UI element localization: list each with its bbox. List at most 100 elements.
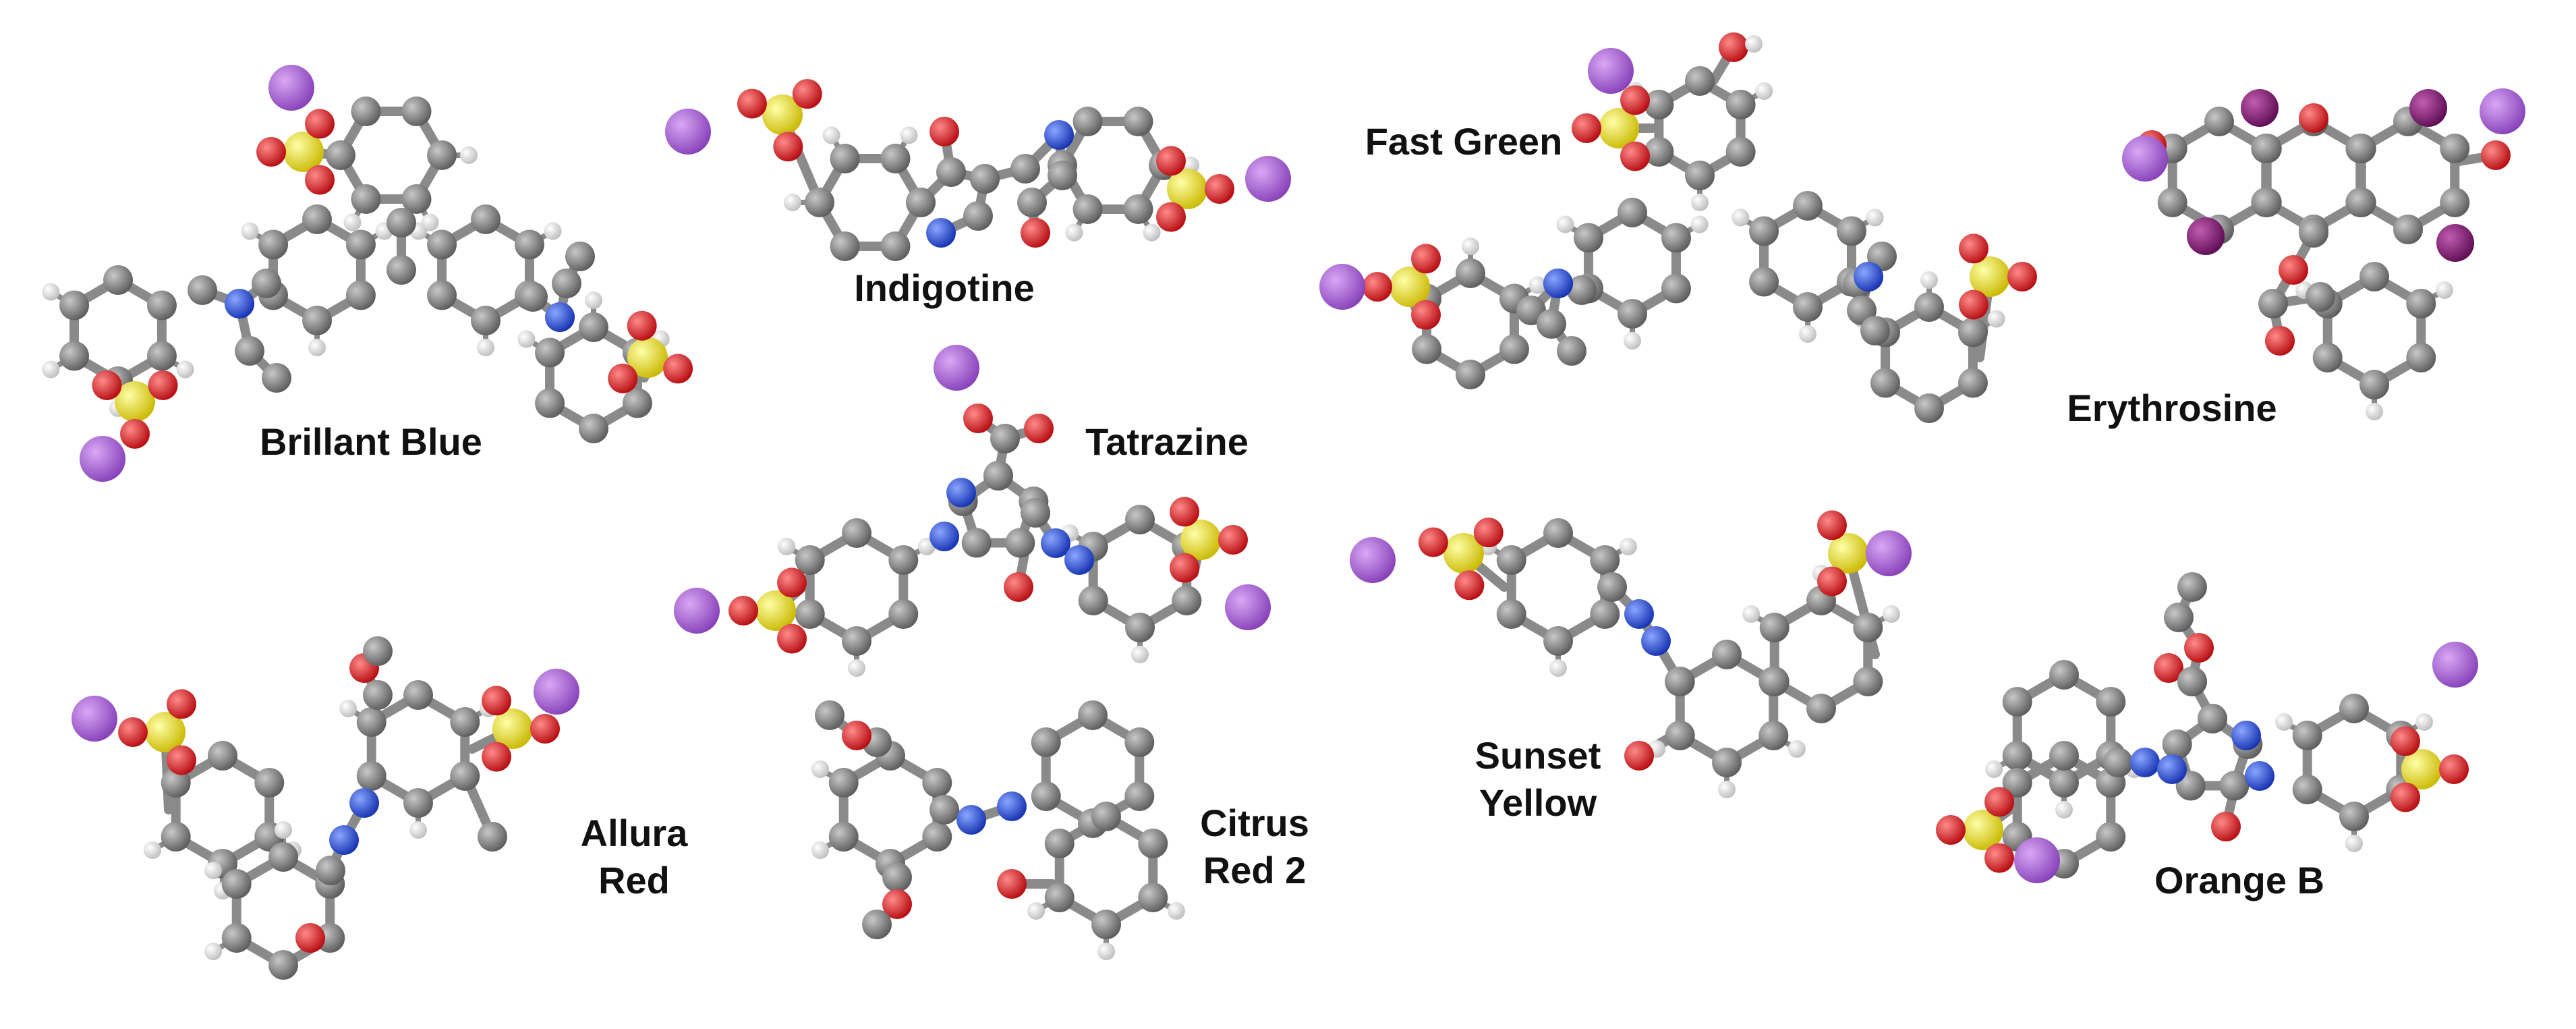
atom-c	[518, 282, 548, 312]
atom-c	[1806, 694, 1836, 723]
atom-n	[2157, 754, 2187, 784]
atom-h	[1742, 605, 1761, 623]
atom-c	[1124, 727, 1155, 757]
atom-o	[963, 404, 993, 433]
atom-h	[1745, 35, 1763, 53]
atom-s	[2401, 749, 2442, 789]
atom-o	[777, 623, 807, 654]
atom-c	[2440, 134, 2470, 163]
atom-o	[118, 717, 148, 747]
atom-c	[828, 822, 859, 852]
molecule-indigotine	[665, 79, 1291, 261]
atom-c	[1496, 545, 1526, 575]
atom-c	[1138, 829, 1168, 858]
atom-c	[188, 275, 217, 305]
atom-o	[148, 370, 178, 400]
atom-c	[2252, 188, 2282, 217]
atom-s	[1167, 169, 1207, 209]
atom-c	[1725, 137, 1756, 167]
atom-c	[1078, 586, 1108, 615]
atom-c	[888, 599, 919, 629]
atom-c	[1574, 223, 1604, 253]
molecule-citrus-red-2-atoms	[811, 700, 1185, 960]
atom-c	[579, 414, 608, 443]
atom-c	[2049, 660, 2079, 690]
atom-c	[936, 157, 966, 187]
atom-o	[2265, 326, 2295, 356]
atom-o	[608, 363, 638, 393]
molecule-erythrosine	[2122, 88, 2525, 420]
atom-h	[517, 330, 536, 348]
atom-o	[1624, 741, 1654, 771]
atom-c	[622, 388, 652, 418]
atom-o	[728, 596, 758, 625]
atom-o	[482, 742, 511, 772]
atom-o	[792, 79, 822, 109]
atom-h	[1690, 215, 1709, 233]
atom-c	[2346, 134, 2376, 163]
atom-c	[961, 528, 992, 558]
atom-c	[1543, 518, 1573, 548]
label-citrus-red-2: Citrus Red 2	[1200, 802, 1309, 891]
atom-h	[1755, 82, 1773, 100]
atom-c	[880, 231, 911, 261]
atom-o	[1205, 174, 1234, 204]
atom-o	[1620, 141, 1650, 171]
atom-h	[1131, 646, 1149, 663]
atom-o	[737, 88, 767, 119]
atom-h	[1882, 605, 1900, 623]
atom-c	[268, 950, 298, 980]
atom-c	[1860, 316, 1890, 345]
atom-c	[1496, 599, 1526, 629]
atom-h	[1691, 194, 1709, 211]
atom-h	[1065, 223, 1083, 242]
atom-h	[343, 213, 362, 231]
atom-na	[1588, 48, 1634, 94]
atom-o	[2279, 255, 2308, 285]
atom-c	[2049, 741, 2079, 771]
atom-h	[811, 841, 830, 859]
atom-s	[1390, 267, 1430, 307]
atom-c	[552, 269, 581, 298]
atom-i	[2241, 89, 2279, 127]
atom-c	[363, 636, 393, 666]
atom-c	[1597, 572, 1627, 602]
atom-h	[544, 222, 562, 240]
atom-c	[1853, 613, 1883, 642]
atom-c	[535, 388, 565, 418]
atom-o	[1021, 218, 1050, 248]
atom-na	[1319, 264, 1365, 310]
atom-c	[316, 856, 345, 885]
atom-s	[1443, 533, 1484, 574]
atom-c	[963, 201, 993, 231]
atom-c	[302, 204, 332, 234]
atom-o	[2007, 262, 2037, 291]
atom-o	[1984, 843, 2014, 873]
atom-na	[1225, 584, 1271, 630]
atom-o	[2299, 103, 2328, 133]
atom-n	[1854, 262, 1883, 291]
label-brilliant-blue: Brillant Blue	[260, 420, 482, 463]
atom-c	[2002, 768, 2032, 798]
atom-o	[1984, 787, 2014, 817]
atom-h	[1985, 760, 2003, 778]
atom-o	[1817, 510, 1847, 540]
atom-s	[1963, 810, 2003, 850]
atom-c	[450, 761, 480, 791]
atom-c	[258, 229, 289, 260]
atom-c	[1957, 368, 1988, 398]
atom-c	[1759, 667, 1790, 696]
atom-c	[2096, 822, 2126, 852]
atom-c	[830, 231, 860, 261]
atom-c	[1125, 613, 1155, 642]
atom-n	[1044, 120, 1074, 150]
atom-c	[1031, 727, 1061, 757]
atom-o	[1411, 300, 1441, 330]
atom-o	[305, 165, 335, 195]
atom-c	[1091, 802, 1121, 831]
atom-o	[1473, 518, 1504, 548]
atom-o	[1572, 113, 1601, 143]
atom-n	[2130, 748, 2160, 777]
atom-c	[2440, 188, 2470, 217]
atom-o	[842, 721, 871, 750]
